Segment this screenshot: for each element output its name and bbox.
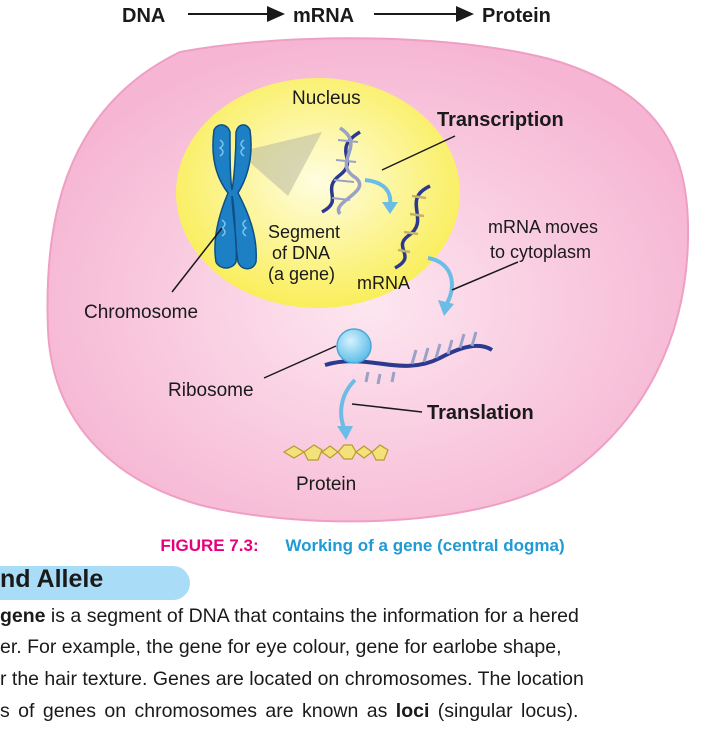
protein-label: Protein <box>296 474 356 495</box>
mrna-label: mRNA <box>357 273 410 293</box>
figure-number: FIGURE 7.3: <box>160 536 259 555</box>
chromosome-label: Chromosome <box>84 302 198 323</box>
translation-arrowhead <box>337 426 353 440</box>
mrna-move-arrowhead <box>438 300 454 316</box>
mrna-strand-icon <box>394 184 431 270</box>
flow-dna: DNA <box>122 5 165 27</box>
paragraph-line-1: gene is a segment of DNA that contains t… <box>0 605 725 628</box>
ribosome-pointer <box>263 345 337 379</box>
paragraph-line-4: s of genes on chromosomes are known as l… <box>0 700 725 723</box>
figure-caption: FIGURE 7.3: Working of a gene (central d… <box>0 536 725 556</box>
central-dogma-diagram: DNA mRNA Protein <box>46 5 690 523</box>
nucleus-label: Nucleus <box>292 88 361 109</box>
segment-label-3: (a gene) <box>268 264 335 284</box>
translation-pointer <box>351 403 423 413</box>
mrna-moves-label-1: mRNA moves <box>488 217 598 237</box>
figure-caption-text: Working of a gene (central dogma) <box>285 536 565 555</box>
flow-protein: Protein <box>482 5 551 27</box>
mrna-moves-label-2: to cytoplasm <box>490 242 591 262</box>
flow-mrna: mRNA <box>293 5 354 27</box>
mrna-moves-pointer <box>451 261 519 291</box>
paragraph-line-4-text-b: (singular locus). <box>429 700 579 722</box>
paragraph-line-3: r the hair texture. Genes are located on… <box>0 668 584 690</box>
chromosome-pointer <box>171 227 223 293</box>
ribosome-label: Ribosome <box>168 380 254 401</box>
chromosome-icon <box>212 124 257 270</box>
segment-highlight <box>238 132 322 196</box>
translation-label: Translation <box>427 402 534 424</box>
paragraph-line-4-text-a: s of genes on chromosomes are known as <box>0 700 396 722</box>
dna-to-mrna-arrowhead <box>382 202 398 214</box>
paragraph-line-1-text: is a segment of DNA that contains the in… <box>45 605 579 627</box>
transcription-pointer <box>381 135 456 171</box>
paragraph-line-2: er. For example, the gene for eye colour… <box>0 636 562 658</box>
term-gene: gene <box>0 605 46 627</box>
protein-chain-icon <box>282 444 389 461</box>
term-loci: loci <box>395 700 430 722</box>
transcription-label: Transcription <box>437 109 564 131</box>
ribosome-icon <box>336 328 372 364</box>
segment-label-2: of DNA <box>272 243 330 263</box>
mrna-move-arrow <box>427 256 454 307</box>
segment-label-1: Segment <box>268 222 340 242</box>
section-heading: nd Allele <box>0 565 104 593</box>
dna-helix-icon <box>321 126 362 216</box>
section-heading-band <box>0 566 190 600</box>
